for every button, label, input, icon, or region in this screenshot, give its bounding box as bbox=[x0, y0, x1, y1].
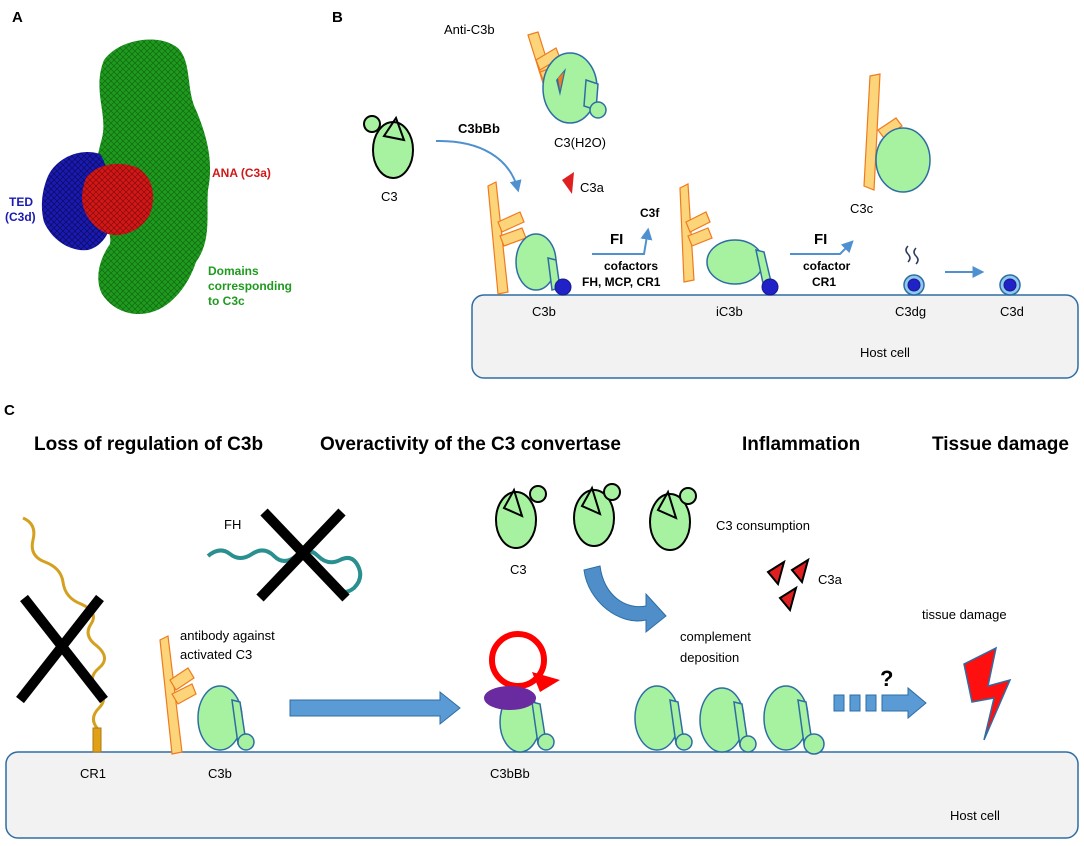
cofactors-line1: cofactors bbox=[604, 259, 658, 273]
c3b-label-b: C3b bbox=[532, 304, 556, 319]
panel-c: C Loss of regulation of C3b Overactivity… bbox=[4, 402, 1079, 839]
domains-label-line2: corresponding bbox=[208, 279, 292, 293]
antibody-label-line2: activated C3 bbox=[180, 647, 252, 662]
fi-arrow-1 bbox=[592, 227, 653, 255]
fi-label-2: FI bbox=[814, 231, 827, 248]
c3b-label-c: C3b bbox=[208, 766, 232, 781]
domains-label-line3: to C3c bbox=[208, 294, 245, 308]
header-overactivity: Overactivity of the C3 convertase bbox=[320, 434, 621, 455]
c3h2o-label: C3(H2O) bbox=[554, 135, 606, 150]
panel-b: B Host cell Anti-C3b C3(H2O) C3 C3bBb C3… bbox=[332, 9, 1079, 379]
ic3b-label: iC3b bbox=[716, 304, 743, 319]
panel-b-letter: B bbox=[332, 9, 343, 26]
c3c-fragment bbox=[875, 127, 931, 193]
lightning-bolt-icon bbox=[963, 646, 1012, 741]
c3a-label-c: C3a bbox=[818, 572, 843, 587]
c3f-label: C3f bbox=[640, 206, 660, 220]
cr1-cross-icon bbox=[16, 594, 108, 704]
panel-c-letter: C bbox=[4, 402, 15, 419]
question-mark: ? bbox=[880, 666, 893, 691]
host-cell-c bbox=[5, 751, 1079, 839]
c3-consumption-group bbox=[495, 483, 697, 551]
fh-cross-icon bbox=[256, 508, 350, 602]
deposition-curved-arrow bbox=[583, 565, 667, 634]
tissue-damage-label: tissue damage bbox=[922, 607, 1007, 622]
c3a-ana-mesh bbox=[82, 163, 154, 236]
ted-label-line2: (C3d) bbox=[5, 210, 36, 224]
fh-label: FH bbox=[224, 517, 241, 532]
c3bbb-convertase bbox=[484, 631, 560, 753]
c3-native-protein bbox=[363, 115, 414, 179]
cofactor-line2: CR1 bbox=[812, 275, 836, 289]
cr1-molecule bbox=[22, 516, 106, 752]
c3-protein-3 bbox=[649, 487, 697, 551]
big-arrow-1 bbox=[289, 690, 461, 726]
deposited-c3b-2 bbox=[699, 687, 757, 753]
c3d-label-b: C3d bbox=[1000, 304, 1024, 319]
fi-label-1: FI bbox=[610, 231, 623, 248]
host-cell-b-label: Host cell bbox=[860, 345, 910, 360]
c3a-label-b: C3a bbox=[580, 180, 605, 195]
c3b-bound-c bbox=[197, 685, 255, 751]
cr1-anchor bbox=[92, 727, 102, 753]
convertase-arrow bbox=[435, 139, 522, 193]
c3-structure bbox=[41, 39, 211, 314]
host-cell-b bbox=[471, 294, 1079, 379]
ana-label: ANA (C3a) bbox=[212, 166, 271, 180]
cofactor-line1: cofactor bbox=[803, 259, 851, 273]
complement-label-line2: deposition bbox=[680, 650, 739, 665]
c3b-bound-b bbox=[487, 181, 572, 296]
deposited-c3b-1 bbox=[634, 685, 693, 751]
complement-label-line1: complement bbox=[680, 629, 751, 644]
anti-c3b-label: Anti-C3b bbox=[444, 22, 495, 37]
c3bbb-label-c: C3bBb bbox=[490, 766, 530, 781]
panel-a: A ANA (C3a) TED (C3d) Domains correspond… bbox=[5, 9, 292, 314]
c3dg-label: C3dg bbox=[895, 304, 926, 319]
c3-protein-1 bbox=[495, 485, 547, 549]
c3dg-fragment bbox=[903, 245, 925, 296]
header-loss-of-regulation: Loss of regulation of C3b bbox=[34, 434, 263, 455]
antibody-c bbox=[159, 635, 197, 755]
fi-arrow-2 bbox=[790, 240, 854, 255]
c3c-label: C3c bbox=[850, 201, 874, 216]
panel-a-letter: A bbox=[12, 9, 23, 26]
dashed-arrow bbox=[833, 686, 927, 720]
c3-consumption-label: C3 consumption bbox=[716, 518, 810, 533]
cofactors-line2: FH, MCP, CR1 bbox=[582, 275, 661, 289]
deposited-c3b-group bbox=[634, 685, 825, 755]
host-cell-c-label: Host cell bbox=[950, 808, 1000, 823]
c3d-fragment bbox=[999, 274, 1021, 296]
ted-label-line1: TED bbox=[9, 195, 33, 209]
c3-label-b: C3 bbox=[381, 189, 398, 204]
antibody-label-line1: antibody against bbox=[180, 628, 275, 643]
deposited-c3b-3 bbox=[763, 685, 825, 755]
cr1-label: CR1 bbox=[80, 766, 106, 781]
c3c-domains-mesh bbox=[93, 39, 211, 314]
c3bbb-label-b: C3bBb bbox=[458, 121, 500, 136]
c3h2o-protein bbox=[542, 52, 607, 124]
header-inflammation: Inflammation bbox=[742, 434, 860, 455]
ic3b-bound bbox=[679, 183, 779, 296]
c3-label-c: C3 bbox=[510, 562, 527, 577]
domains-label-line1: Domains bbox=[208, 264, 259, 278]
c3a-fragment-b bbox=[562, 172, 574, 194]
c3-protein-2 bbox=[573, 483, 621, 547]
c3a-fragments-c bbox=[766, 557, 810, 613]
header-tissue-damage: Tissue damage bbox=[932, 434, 1069, 455]
